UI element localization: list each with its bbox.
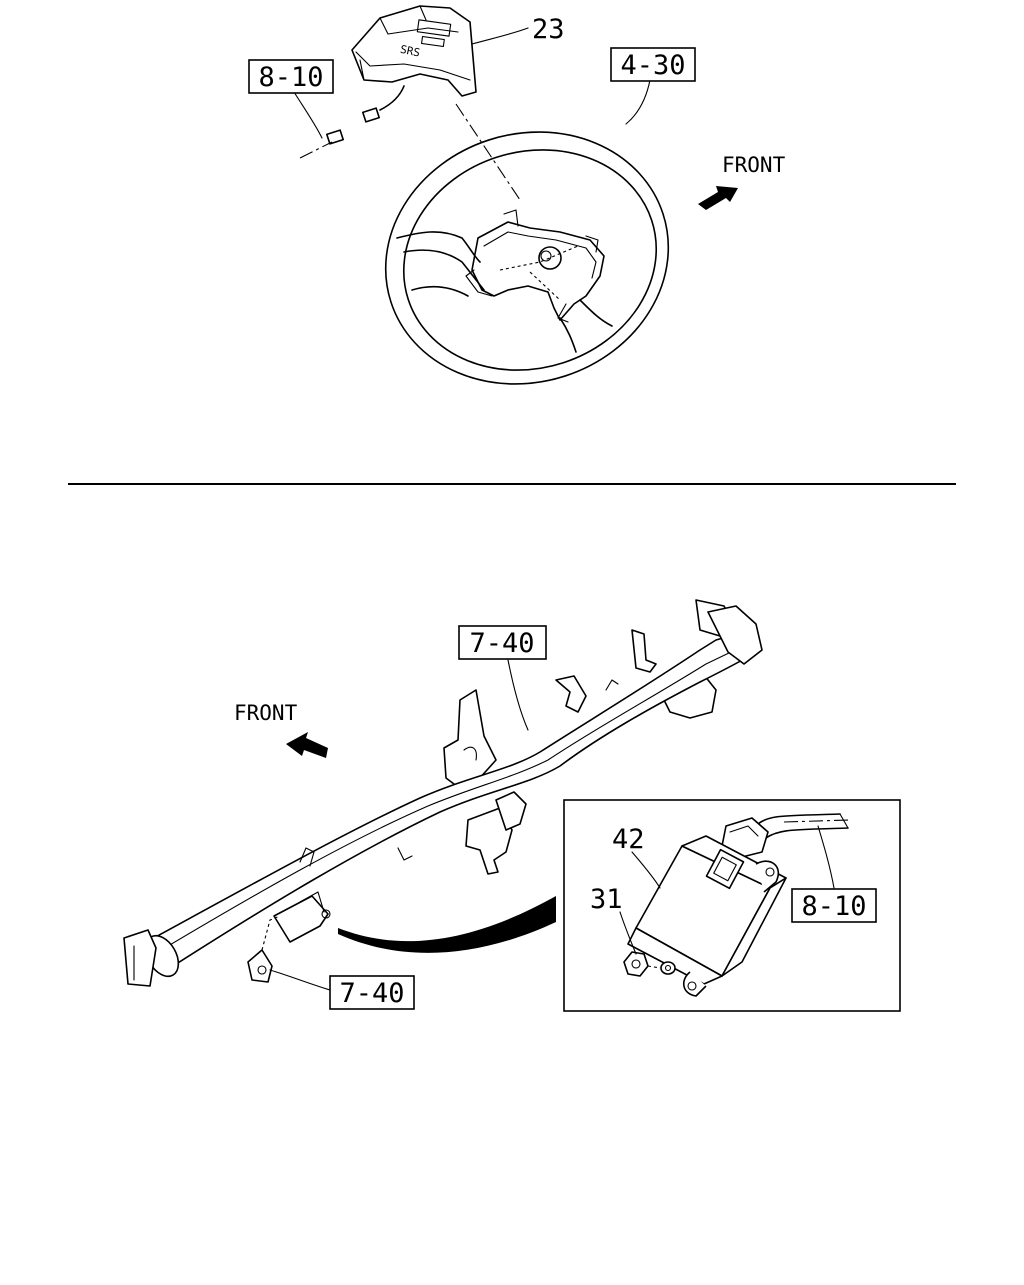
leader-23 xyxy=(471,27,529,45)
ref-box-8-10-top xyxy=(248,59,334,94)
leader-31 xyxy=(619,911,637,955)
mounting-nut xyxy=(623,951,676,977)
module-harness xyxy=(721,813,851,859)
ref-label-4-30: 4-30 xyxy=(620,50,685,81)
ref-box-7-40-lower xyxy=(329,975,415,1010)
ref-label-7-40-upper: 7-40 xyxy=(469,628,534,659)
srs-module-detail: 42 31 8-10 xyxy=(563,799,901,1012)
ref-box-4-30 xyxy=(610,47,696,82)
airbag-pad: SRS xyxy=(351,5,477,123)
front-direction-label-lower: FRONT xyxy=(234,701,298,725)
part-number-31: 31 xyxy=(590,884,623,915)
part-number-42: 42 xyxy=(612,824,645,855)
leader-7-40-lower xyxy=(269,969,331,991)
crossmember-view: FRONT xyxy=(123,599,763,1010)
part-number-23: 23 xyxy=(532,14,565,45)
crossmember-beam xyxy=(123,605,763,987)
steering-wheel-hub xyxy=(465,209,605,323)
leader-7-40-upper xyxy=(507,659,529,731)
pad-mounting-centerline xyxy=(455,103,521,201)
leader-8-10-top xyxy=(293,91,323,139)
steering-wheel-rim xyxy=(384,131,670,385)
leader-8-10-lower xyxy=(817,825,835,889)
ref-label-7-40-lower: 7-40 xyxy=(339,978,404,1009)
ref-box-7-40-upper xyxy=(458,625,547,660)
steering-wheel-view: SRS 23 4-30 8-10 FRONT xyxy=(248,5,786,385)
front-arrow-icon xyxy=(698,186,738,210)
pad-marking: SRS xyxy=(399,43,421,60)
detail-pointer-arrow xyxy=(338,896,556,953)
leader-42 xyxy=(631,851,661,889)
harness-connector-top xyxy=(299,129,345,159)
srs-control-module xyxy=(627,835,787,997)
ref-box-8-10-lower xyxy=(791,888,877,923)
front-arrow-lower-icon xyxy=(286,732,328,758)
leader-4-30 xyxy=(625,79,651,125)
ref-label-8-10-lower: 8-10 xyxy=(801,891,866,922)
module-mounting-bracket xyxy=(247,891,331,983)
front-direction-label: FRONT xyxy=(722,153,786,177)
ref-label-8-10-top: 8-10 xyxy=(258,62,323,93)
